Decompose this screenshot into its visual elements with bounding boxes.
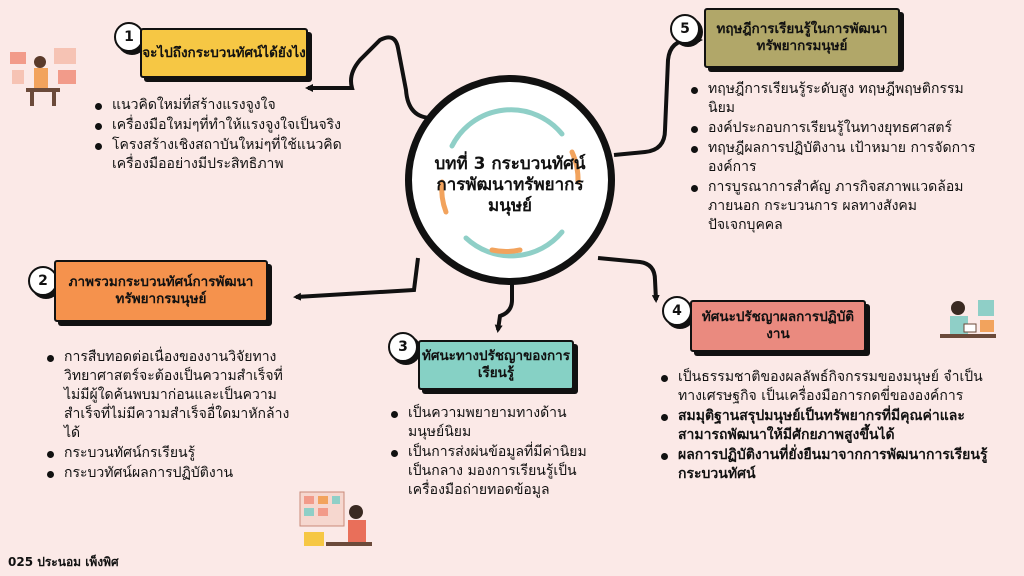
author-footer: 025 ประนอม เพ็งพิศ: [8, 555, 119, 569]
list-item: เป็นความพยายามทางด้านมนุษย์นิยม: [388, 404, 600, 442]
connector-2: [293, 257, 420, 301]
section-1-bullets: แนวคิดใหม่ที่สร้างแรงจูงใจ เครื่องมือใหม…: [92, 96, 377, 175]
section-5-title-box: ทฤษฎีการเรียนรู้ในการพัฒนาทรัพยากรมนุษย์: [704, 8, 900, 68]
list-item: ทฤษฎีการเรียนรู้ระดับสูง ทฤษฎีพฤษติกรรมน…: [688, 80, 988, 118]
list-item: ผลการปฏิบัติงานที่ยั่งยืนมาจากการพัฒนากา…: [658, 446, 998, 484]
section-5-title: ทฤษฎีการเรียนรู้ในการพัฒนาทรัพยากรมนุษย์: [716, 21, 888, 54]
section-4-title: ทัศนะปรัชญาผลการปฏิบัติงาน: [701, 309, 855, 342]
decorative-ring: [439, 107, 581, 259]
center-title: บทที่ 3 กระบวนทัศน์การพัฒนาทรัพยากรมนุษย…: [434, 154, 586, 216]
list-item: กระบวนทัศน์กรเรียนรู้: [44, 444, 302, 463]
person-reading-illustration: [940, 300, 996, 338]
section-1-title-box: จะไปถึงกระบวนทัศน์ได้ยังไง: [140, 28, 308, 78]
section-3-title-box: ทัศนะทางปรัชญาของการเรียนรู้: [418, 340, 574, 390]
section-1-title: จะไปถึงกระบวนทัศน์ได้ยังไง: [142, 44, 306, 61]
connector-3: [494, 284, 514, 333]
list-item: ทฤษฎีผลการปฏิบัติงาน เป้าหมาย การจัดการอ…: [688, 139, 988, 177]
section-3-bullets: เป็นความพยายามทางด้านมนุษย์นิยม เป็นการส…: [388, 404, 600, 501]
list-item: การบูรณาการสำคัญ ภารกิจสภาพแวดล้อมภายนอก…: [688, 178, 988, 235]
section-3-number-badge: 3: [388, 332, 418, 362]
connector-4: [597, 256, 660, 303]
list-item: แนวคิดใหม่ที่สร้างแรงจูงใจ: [92, 96, 377, 115]
list-item: กระบวทัศน์ผลการปฏิบัติงาน: [44, 464, 302, 483]
section-4-number-badge: 4: [662, 296, 692, 326]
list-item: องค์ประกอบการเรียนรู้ในทางยุทธศาสตร์: [688, 119, 988, 138]
section-2-title-box: ภาพรวมกระบวนทัศน์การพัฒนาทรัพยากรมนุษย์: [54, 260, 268, 322]
connector-1: [305, 35, 433, 120]
list-item: เป็นการส่งผ่นข้อมูลที่มีค่านิยมเป็นกลาง …: [388, 443, 600, 500]
person-at-desk-illustration: [10, 48, 76, 106]
list-item: โครงสร้างเชิงสถาบันใหม่ๆที่ใช้แนวคิดเครื…: [92, 136, 377, 174]
person-with-board-illustration: [299, 491, 372, 546]
list-item: การสืบทอดต่อเนื่องของงานวิจัยทางวิทยาศาส…: [44, 348, 302, 443]
section-2-bullets: การสืบทอดต่อเนื่องของงานวิจัยทางวิทยาศาส…: [44, 348, 302, 484]
section-5-bullets: ทฤษฎีการเรียนรู้ระดับสูง ทฤษฎีพฤษติกรรมน…: [688, 80, 988, 236]
section-4-title-box: ทัศนะปรัชญาผลการปฏิบัติงาน: [690, 300, 866, 352]
section-3-title: ทัศนะทางปรัชญาของการเรียนรู้: [421, 348, 571, 381]
list-item: สมมุติฐานสรุปมนุษย์เป็นทรัพยากรที่มีคุณค…: [658, 407, 998, 445]
section-5-number-badge: 5: [670, 14, 700, 44]
center-node: บทที่ 3 กระบวนทัศน์การพัฒนาทรัพยากรมนุษย…: [405, 75, 615, 285]
section-4-bullets: เป็นธรรมชาติของผลลัพธ์กิจกรรมของมนุษย์ จ…: [658, 368, 998, 485]
list-item: เป็นธรรมชาติของผลลัพธ์กิจกรรมของมนุษย์ จ…: [658, 368, 998, 406]
list-item: เครื่องมือใหม่ๆที่ทำให้แรงจูงใจเป็นจริง: [92, 116, 377, 135]
section-2-title: ภาพรวมกระบวนทัศน์การพัฒนาทรัพยากรมนุษย์: [68, 274, 254, 307]
